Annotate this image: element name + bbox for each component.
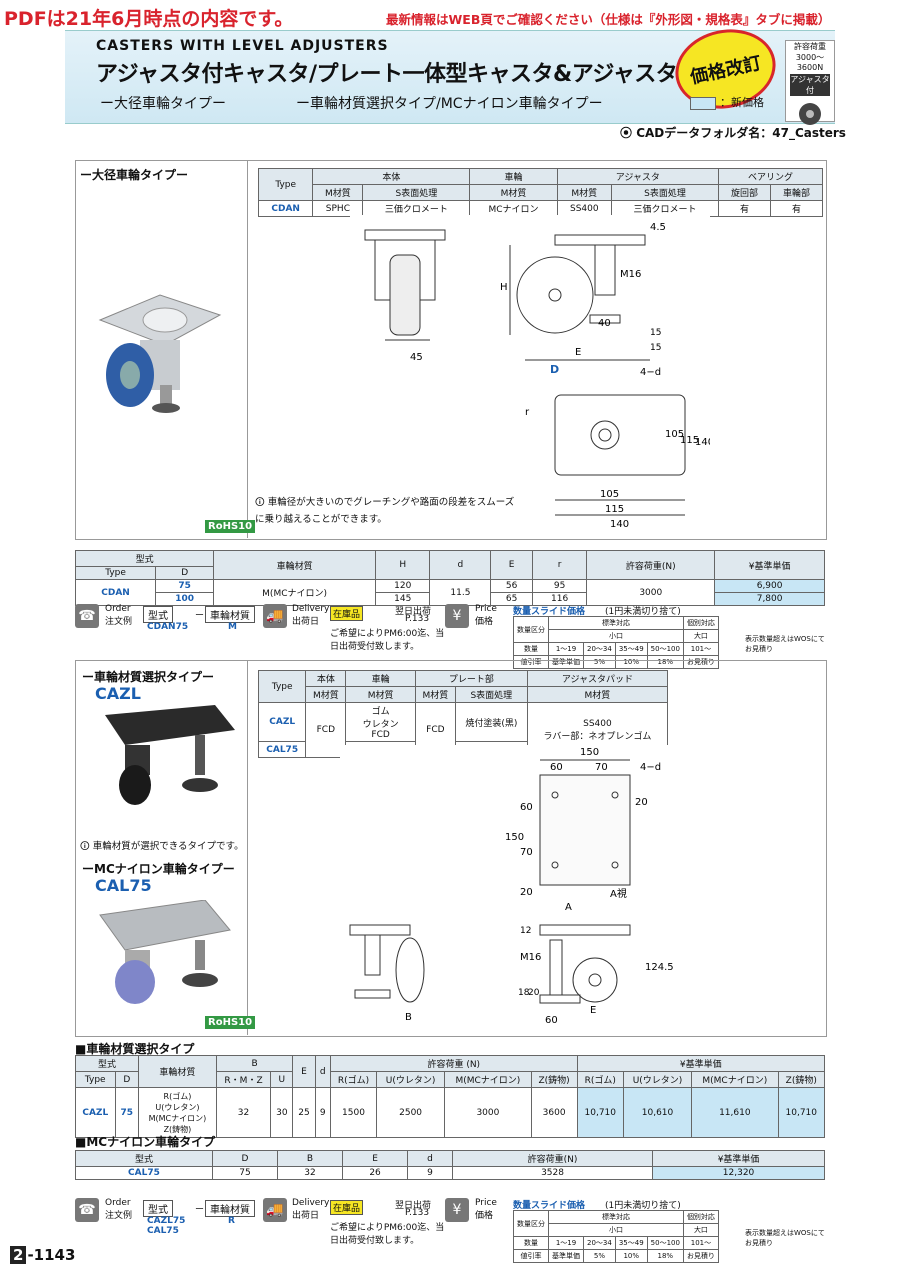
svg-text:20: 20 — [528, 988, 540, 998]
svg-text:4−d: 4−d — [640, 367, 661, 378]
svg-text:4.5: 4.5 — [650, 222, 666, 233]
banner-note: 最新情報はWEB頁でご確認ください（仕様は『外形図・規格表』タブに掲載） — [386, 12, 831, 27]
cad-folder: ⦿ CADデータフォルダ名：47_Casters — [620, 126, 846, 140]
svg-text:45: 45 — [410, 352, 423, 363]
svg-text:115: 115 — [680, 435, 699, 446]
svg-text:15: 15 — [650, 328, 661, 338]
cal75-photo — [99, 900, 231, 1004]
truck-icon: 🚚 — [263, 604, 287, 628]
subtitle-large-wheel: ー大径車輪タイプー — [100, 96, 226, 112]
svg-text:A: A — [565, 902, 572, 913]
svg-text:H: H — [500, 282, 508, 293]
subtitle-material: ー車輪材質選択タイプ/MCナイロン車輪タイプー — [296, 96, 603, 112]
cdan-drawing: 45 4.5 M16 H 40 15 15 E D 4−d r 105 115 … — [350, 215, 710, 535]
table-title-cal75: ■MCナイロン車輪タイプ — [75, 1135, 216, 1149]
svg-text:r: r — [525, 407, 530, 418]
order-icon-2: ☎ — [75, 1198, 99, 1222]
title-en: CASTERS WITH LEVEL ADJUSTERS — [96, 38, 389, 54]
yen-icon: ¥ — [445, 604, 469, 628]
svg-text:B: B — [405, 1012, 412, 1023]
svg-text:D: D — [550, 363, 559, 376]
truck-icon-2: 🚚 — [263, 1198, 287, 1222]
title-jp: アジャスタ付キャスタ/プレート一体型キャスタ&アジャスタパッド — [96, 62, 742, 87]
svg-text:M16: M16 — [520, 952, 541, 963]
section1-label: ー大径車輪タイプー — [80, 168, 189, 182]
cazl-name: CAZL — [95, 684, 141, 703]
table-row: CDAN 75 M(MCナイロン) 120 11.5 56 95 3000 6,… — [74, 579, 825, 606]
cdan-photo — [98, 294, 222, 413]
order-icon: ☎ — [75, 604, 99, 628]
order-row-2: ☎ Order 注文例 型式 ー 車輪材質 CAZL75 CAL75 R 🚚 D… — [75, 1198, 825, 1263]
cazl-note: 🛈 車輪材質が選択できるタイプです。 — [80, 841, 244, 852]
svg-text:18: 18 — [518, 988, 530, 998]
svg-text:150: 150 — [505, 832, 524, 843]
table-title-cazl: ■車輪材質選択タイプ — [75, 1042, 195, 1056]
svg-text:20: 20 — [635, 797, 648, 808]
new-price-legend: ：新価格 — [690, 94, 764, 110]
svg-text:M16: M16 — [620, 269, 641, 280]
cal75-name: CAL75 — [95, 876, 152, 895]
section2-label: ー車輪材質選択タイプー — [82, 670, 215, 684]
svg-text:60: 60 — [545, 1015, 558, 1026]
svg-text:20: 20 — [520, 887, 533, 898]
svg-text:140: 140 — [610, 519, 629, 530]
svg-text:124.5: 124.5 — [645, 962, 674, 973]
rohs-badge: RoHS10 — [205, 520, 256, 533]
section-material — [75, 660, 827, 1037]
svg-text:140: 140 — [695, 437, 710, 448]
section-large-wheel — [75, 160, 827, 540]
rohs-badge-2: RoHS10 — [205, 1016, 256, 1029]
table-row: 100 145 65 116 7,800 — [76, 592, 825, 606]
load-capacity-icon: 許容荷重 3000〜3600N アジャスタ付 — [785, 40, 835, 125]
photo-panel — [75, 160, 248, 538]
svg-text:115: 115 — [605, 504, 624, 515]
svg-text:40: 40 — [598, 318, 611, 329]
yen-icon-2: ¥ — [445, 1198, 469, 1222]
page-number: 2-1143 — [10, 1246, 75, 1264]
svg-text:15: 15 — [650, 343, 661, 353]
cazl-photo — [105, 705, 235, 805]
svg-text:60: 60 — [520, 802, 533, 813]
photo-panel-2 — [75, 660, 248, 1035]
cdan-note: 🛈 車輪径が大きいのでグレーチングや路面の段差をスムーズに乗り越えることができま… — [255, 497, 515, 525]
svg-text:E: E — [590, 1005, 596, 1016]
svg-text:E: E — [575, 347, 581, 358]
svg-text:70: 70 — [595, 762, 608, 773]
svg-text:60: 60 — [550, 762, 563, 773]
banner-main: PDFは21年6月時点の内容です。 — [4, 8, 294, 30]
cazl-drawing: 150 60 70 4−d 60 20 150 70 20 A A視 12 M1… — [340, 745, 680, 1030]
svg-text:A視: A視 — [610, 887, 627, 900]
svg-text:4−d: 4−d — [640, 762, 661, 773]
svg-text:105: 105 — [665, 429, 684, 440]
svg-text:150: 150 — [580, 747, 599, 758]
section2-label2: ーMCナイロン車輪タイプー — [82, 862, 235, 876]
svg-text:70: 70 — [520, 847, 533, 858]
order-row-1: ☎ Order 注文例 型式 ー 車輪材質 CDAN75 M 🚚 Deliver… — [75, 604, 825, 669]
svg-text:105: 105 — [600, 489, 619, 500]
svg-text:12: 12 — [520, 926, 531, 936]
top-banner: PDFは21年6月時点の内容です。 最新情報はWEB頁でご確認ください（仕様は『… — [0, 0, 900, 32]
caster-mini-icon — [799, 103, 821, 125]
